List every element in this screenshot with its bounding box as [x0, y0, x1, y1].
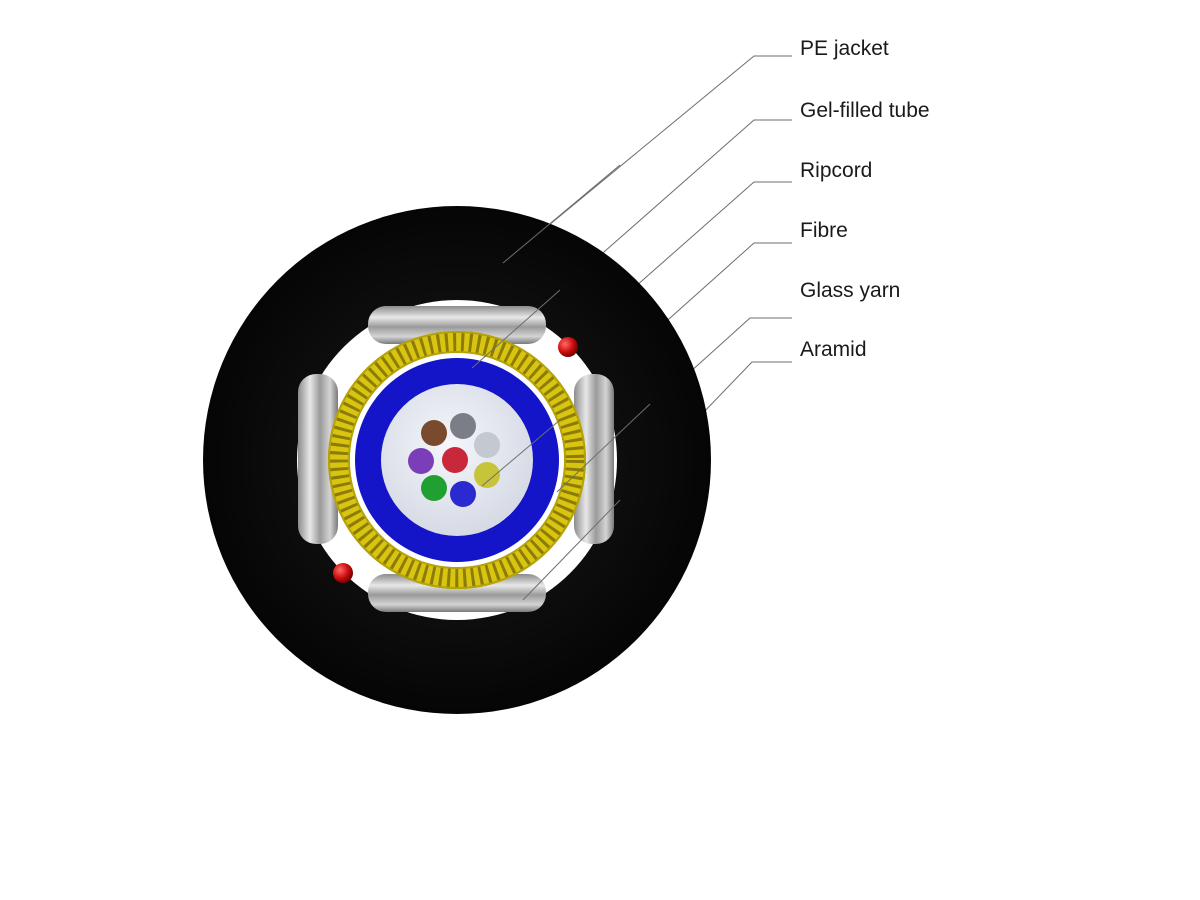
label-aramid: Aramid: [800, 338, 867, 361]
leader-overlays: [471, 164, 651, 601]
fibre-red: [442, 447, 468, 473]
glass-yarn-rod-bottom: [368, 574, 546, 612]
label-glass-yarn: Glass yarn: [800, 279, 900, 302]
glass-yarn-rod-top: [368, 306, 546, 344]
fibre-blue: [450, 481, 476, 507]
glass-yarn-rod-left: [298, 374, 338, 544]
label-fibre: Fibre: [800, 219, 848, 242]
leader-lines: [471, 55, 792, 601]
aramid-layer: [328, 331, 586, 589]
ripcord-top-right: [558, 337, 578, 357]
label-ripcord: Ripcord: [800, 159, 872, 182]
fibre-grey: [450, 413, 476, 439]
fibre-green: [421, 475, 447, 501]
label-gel-filled-tube: Gel-filled tube: [800, 99, 930, 122]
fibre-violet: [408, 448, 434, 474]
leader-pe-jacket: [502, 55, 792, 264]
glass-yarn-rod-right: [574, 374, 614, 544]
labels: PE jacket Gel-filled tube Ripcord Fibre …: [800, 37, 930, 361]
fibre-yellow: [474, 462, 500, 488]
fibre-white: [474, 432, 500, 458]
fibre-brown: [421, 420, 447, 446]
fibres: [408, 413, 500, 507]
glass-yarn-rods: [298, 306, 614, 612]
ripcord-bottom-left: [333, 563, 353, 583]
label-pe-jacket: PE jacket: [800, 37, 889, 60]
